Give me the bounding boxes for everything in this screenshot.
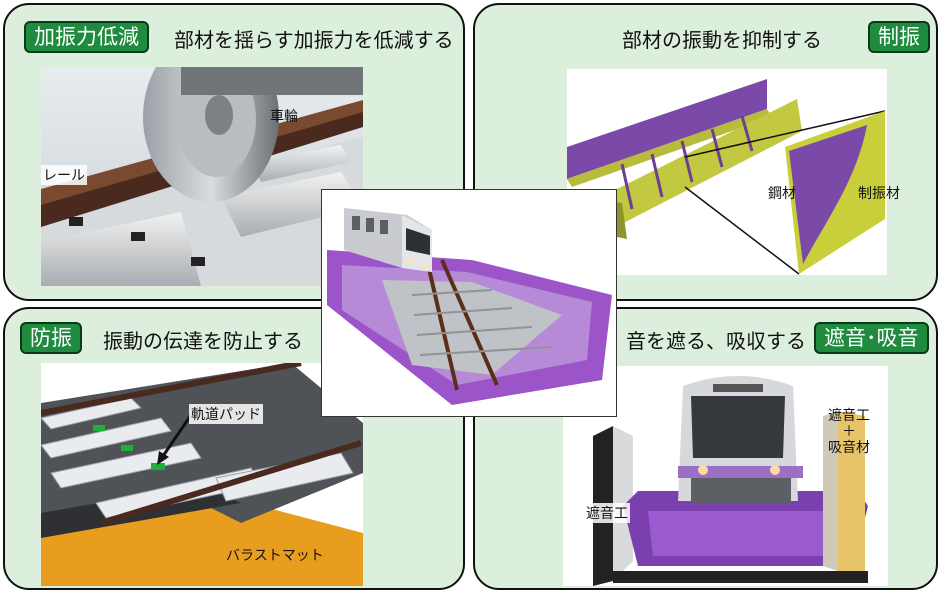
label-absorber-line2: 吸音材 bbox=[828, 440, 870, 456]
label-ballast-mat: バラストマット bbox=[226, 548, 324, 564]
label-barrier-line1: 遮音工 bbox=[828, 408, 870, 424]
badge-vibration-isolation: 防振 bbox=[20, 322, 82, 354]
girder-svg bbox=[567, 69, 887, 275]
badge-damping: 制振 bbox=[868, 21, 930, 53]
heading-vibration-isolation: 振動の伝達を防止する bbox=[103, 329, 303, 353]
wheel-rail-svg bbox=[41, 67, 363, 286]
label-steel: 鋼材 bbox=[768, 186, 796, 202]
label-barrier-plus: ＋ bbox=[842, 424, 856, 440]
label-sound-barrier: 遮音工 bbox=[584, 503, 630, 523]
badge-sound-insulation-absorption: 遮音･吸音 bbox=[814, 322, 929, 354]
center-train-svg bbox=[322, 190, 615, 415]
label-damping-material: 制振材 bbox=[858, 186, 900, 202]
heading-sound-insulation-absorption: 音を遮る、吸収する bbox=[626, 329, 806, 353]
steel-girder-damping-illustration bbox=[567, 69, 887, 275]
center-train-girder-illustration bbox=[321, 189, 617, 417]
label-rail-pad: 軌道パッド bbox=[189, 404, 263, 424]
heading-damping: 部材の振動を抑制する bbox=[622, 28, 822, 52]
ballast-svg bbox=[41, 363, 363, 586]
label-barrier-plus-absorber: 遮音工 ＋ 吸音材 bbox=[814, 408, 884, 456]
badge-vibration-force-reduction: 加振力低減 bbox=[24, 21, 149, 53]
ballast-track-illustration bbox=[41, 363, 363, 586]
label-wheel: 車輪 bbox=[270, 109, 298, 125]
label-rail: レール bbox=[41, 165, 87, 185]
noise-barrier-illustration bbox=[563, 366, 888, 586]
noise-barrier-svg bbox=[563, 366, 888, 586]
heading-vibration-force-reduction: 部材を揺らす加振力を低減する bbox=[174, 28, 454, 52]
wheel-rail-illustration bbox=[41, 67, 363, 286]
